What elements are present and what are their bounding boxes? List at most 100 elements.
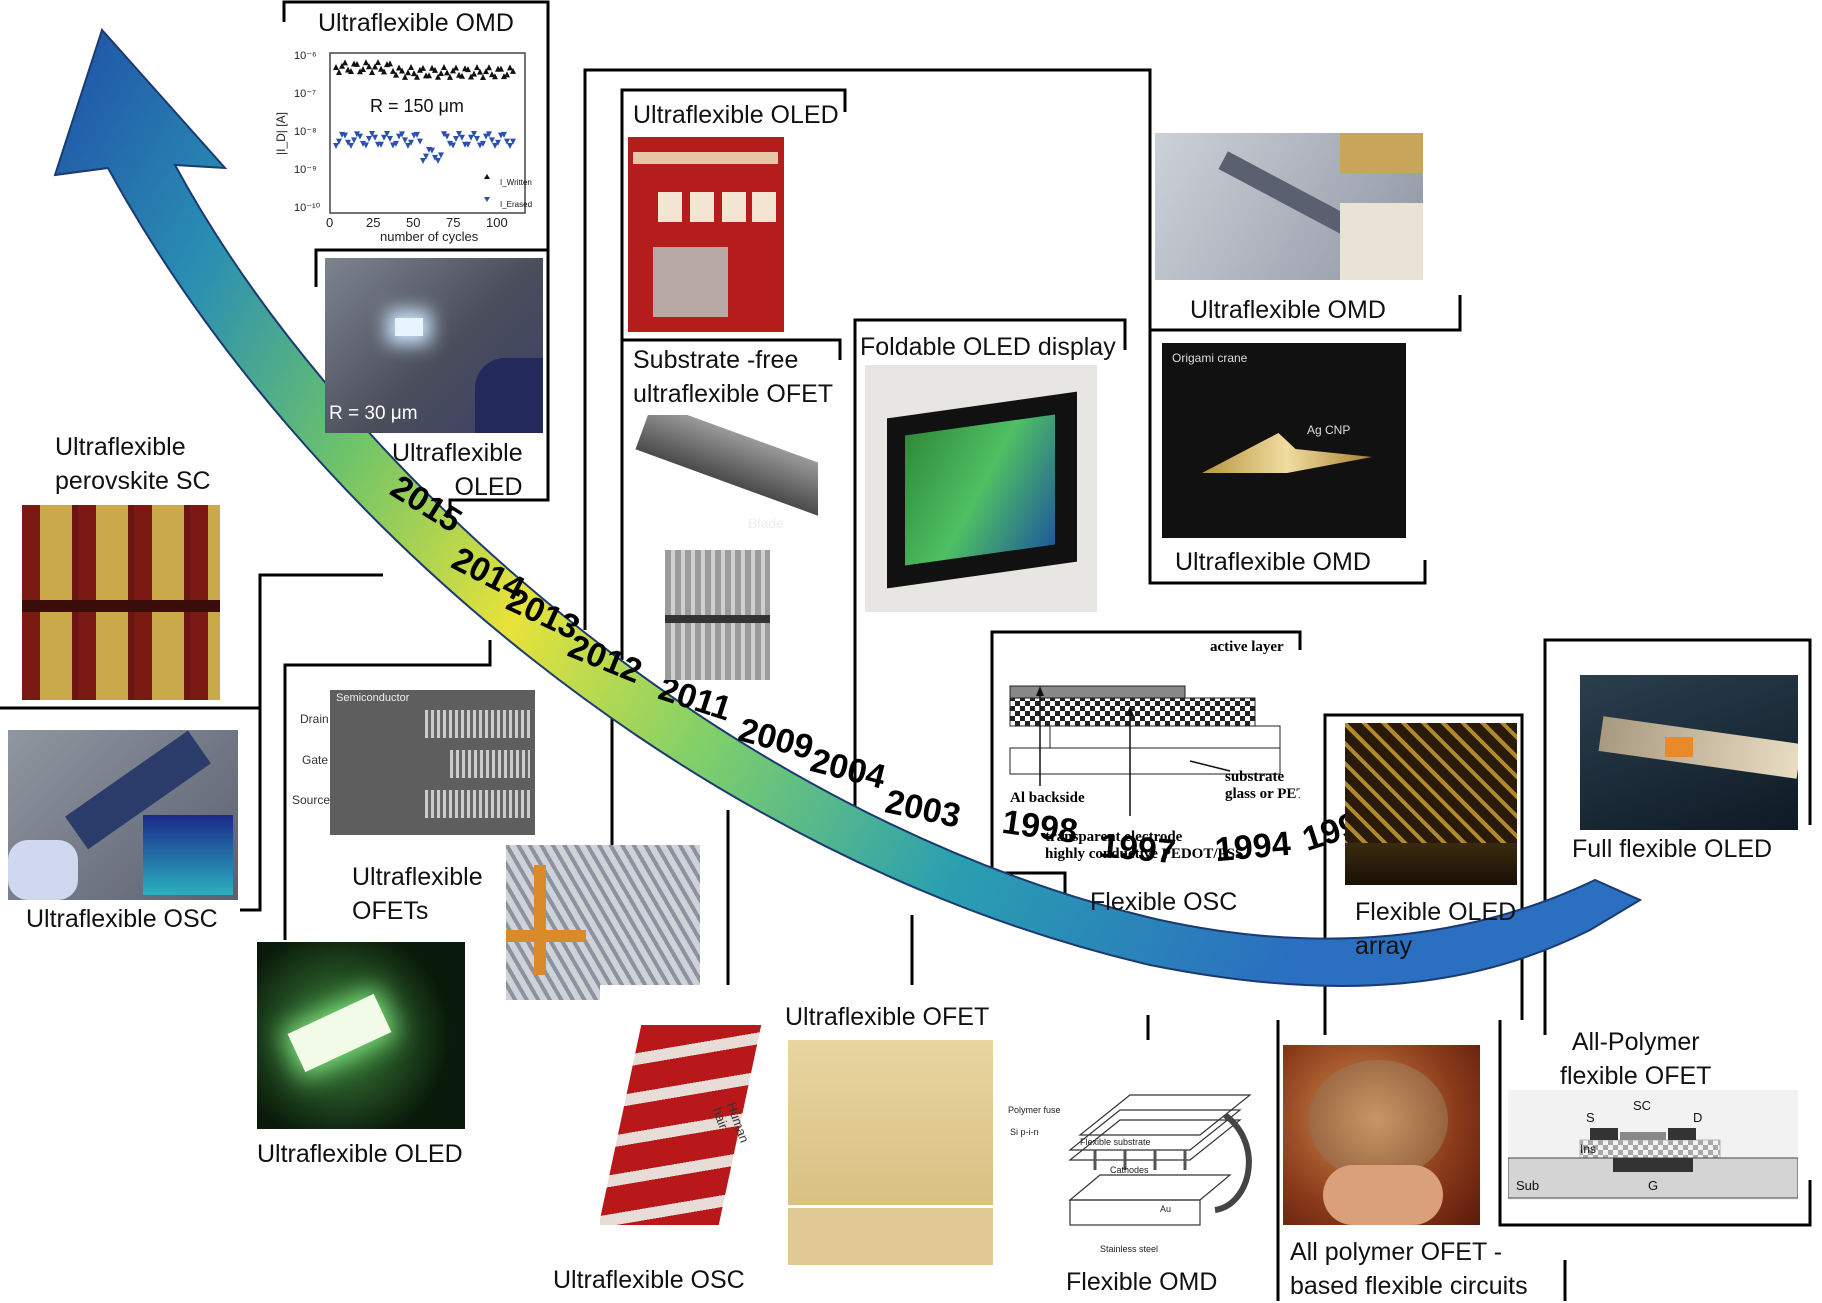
- plot-point-written: [357, 68, 363, 75]
- plot-point-written: [453, 64, 459, 71]
- plot-point-written: [426, 72, 432, 79]
- plot-point-written: [378, 65, 384, 72]
- polymer-wafer: [1308, 1060, 1448, 1180]
- plot-xtick: 25: [366, 215, 380, 230]
- plot-point-written: [429, 64, 435, 71]
- plot-point-written: [333, 64, 339, 70]
- plot-point-erased: [477, 142, 483, 149]
- plot-point-written: [468, 73, 474, 80]
- photo-ofet-2009: [788, 1040, 993, 1265]
- panel-omd-2003-label: Flexible OMD: [1066, 1268, 1218, 1296]
- plot-point-written: [411, 70, 417, 77]
- plot-point-written: [402, 73, 408, 80]
- plot-point-erased: [441, 131, 447, 138]
- oled-glow: [395, 318, 423, 336]
- gate-text: Gate: [302, 753, 329, 767]
- plot-point-written: [501, 73, 507, 80]
- plot-point-erased: [450, 142, 456, 149]
- plot-point-erased: [372, 134, 378, 141]
- plot-point-written: [399, 67, 405, 74]
- diagram-all-polymer-ofet: SC S D Ins G Sub: [1508, 1090, 1798, 1200]
- plot-point-erased: [384, 131, 390, 138]
- array-shadow: [1345, 843, 1517, 885]
- plot-ytick: 10⁻¹⁰: [294, 202, 321, 214]
- agcnp-text: Ag CNP: [1307, 423, 1351, 437]
- plot-point-erased: [429, 147, 435, 154]
- perovskite-stripe: [22, 600, 220, 612]
- plot-point-written: [342, 59, 348, 66]
- plot-point-erased: [495, 139, 501, 146]
- panel-perovskite-label: Ultraflexible perovskite SC: [55, 433, 211, 495]
- plot-point-written: [435, 73, 441, 80]
- plot-xtick: 100: [486, 215, 508, 230]
- plot-radius-text: R = 150 μm: [370, 96, 464, 116]
- legend-triangle-down: [484, 197, 490, 202]
- glove-shape: [475, 358, 543, 433]
- photo-oled-2015: R = 30 μm: [325, 258, 543, 433]
- plot-point-written: [507, 64, 513, 71]
- plot-point-erased: [438, 152, 444, 159]
- plot-point-written: [489, 71, 495, 78]
- plot-point-erased: [459, 134, 465, 141]
- plot-legend-written: I_Written: [500, 178, 532, 187]
- plot-point-written: [510, 67, 516, 74]
- plot-legend-erased: I_Erased: [500, 200, 532, 209]
- photo-omd-top-right: [1155, 133, 1423, 280]
- plot-point-erased: [345, 139, 351, 146]
- plot-point-erased: [420, 158, 426, 164]
- panel-osc-2015-label: Ultraflexible OSC: [26, 905, 218, 933]
- plot-point-written: [360, 65, 366, 72]
- panel-osc-2012-label: Ultraflexible OSC: [553, 1266, 745, 1294]
- plot-point-erased: [378, 141, 384, 148]
- legend-triangle-up: [484, 174, 490, 179]
- plot-ylabel: |I_D| [A]: [274, 112, 288, 155]
- panel-omd-crane-label: Ultraflexible OMD: [1175, 548, 1371, 576]
- oled-emitting: [1665, 737, 1693, 757]
- plot-point-written: [372, 63, 378, 70]
- plot-point-written: [420, 64, 426, 71]
- plot-point-erased: [489, 137, 495, 144]
- plot-ytick: 10⁻⁶: [294, 50, 317, 62]
- plot-point-written: [498, 65, 504, 72]
- omd-flex-sub-text: Flexible substrate: [1080, 1137, 1151, 1147]
- panel-oled-array-label: Flexible OLED array: [1355, 898, 1517, 960]
- plot-point-written: [339, 62, 345, 69]
- panel-ofet-2009-label: Ultraflexible OFET: [785, 1003, 990, 1031]
- oled-pixel: [722, 192, 746, 222]
- plot-point-erased: [474, 136, 480, 143]
- photo-oled-array: [1345, 723, 1517, 885]
- plot-point-erased: [456, 131, 462, 138]
- plot-point-written: [408, 64, 414, 71]
- glove-shape: [8, 840, 78, 900]
- photo-osc-2015: [8, 730, 238, 900]
- oled-pixel: [690, 192, 714, 222]
- ofet-gold-line: [506, 930, 586, 942]
- plot-point-erased: [390, 142, 396, 149]
- probe-head: [1340, 133, 1423, 173]
- ofet-s-text: S: [1586, 1110, 1595, 1125]
- photo-omd-crane: Origami crane Ag CNP: [1162, 343, 1406, 538]
- photo-oled-2013: [628, 137, 784, 332]
- plot-point-erased: [423, 153, 429, 160]
- omd-stainless-text: Stainless steel: [1100, 1244, 1158, 1254]
- panel-ofets-2013-label: Ultraflexible OFETs: [352, 863, 483, 925]
- panel-omd-2015-label: Ultraflexible OMD: [318, 9, 514, 37]
- oled-clip: [1598, 716, 1798, 779]
- plot-point-erased: [354, 131, 360, 138]
- oled-pixel: [658, 192, 682, 222]
- plot-point-erased: [348, 142, 354, 149]
- plot-point-erased: [336, 138, 342, 145]
- plot-point-written: [417, 66, 423, 73]
- oled-electrode: [633, 152, 778, 164]
- plot-point-written: [363, 59, 369, 66]
- plot-point-written: [441, 64, 447, 71]
- plot-ytick: 10⁻⁹: [294, 164, 317, 176]
- panel-ofet-free-label: Substrate -free ultraflexible OFET: [633, 346, 834, 408]
- plot-point-erased: [453, 136, 459, 143]
- plot-point-erased: [414, 131, 420, 138]
- display-screen: [905, 414, 1055, 566]
- ofet-gold-line: [534, 865, 546, 975]
